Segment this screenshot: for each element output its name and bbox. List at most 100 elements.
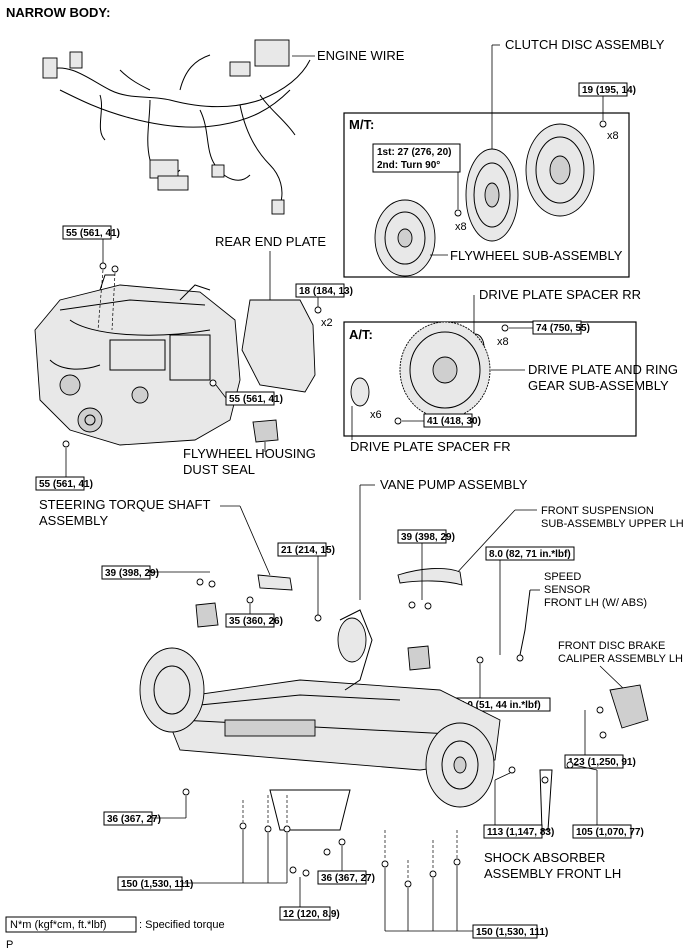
steering-shaft-label-1: STEERING TORQUE SHAFT xyxy=(39,497,210,512)
drive-plate-bolt-fr-icon xyxy=(394,417,402,425)
torque-box-35: 35 (360, 26) xyxy=(225,613,283,628)
bolt-36-right-2-icon xyxy=(338,838,346,846)
speed-sensor-cable-illustration xyxy=(519,589,531,656)
torque-box-113: 113 (1,147, 83) xyxy=(483,824,554,839)
svg-text:35 (360, 26): 35 (360, 26) xyxy=(229,616,283,627)
torque-box-105: 105 (1,070, 77) xyxy=(572,824,644,839)
steering-shaft-label-2: ASSEMBLY xyxy=(39,513,108,528)
svg-text:19 (195, 14): 19 (195, 14) xyxy=(582,85,636,96)
bolt-123-2-icon xyxy=(599,731,607,739)
svg-text:105 (1,070, 77): 105 (1,070, 77) xyxy=(576,827,644,838)
drive-plate-spacer-fr-label: DRIVE PLATE SPACER FR xyxy=(350,439,511,454)
drive-plate-ring-gear-label-2: GEAR SUB-ASSEMBLY xyxy=(528,378,669,393)
torque-box-55-top: 55 (561, 41) xyxy=(62,225,120,240)
bolt-12-1-icon xyxy=(289,866,297,874)
leader-113-d xyxy=(494,772,511,781)
bolt-39-left-1-icon xyxy=(196,578,204,586)
torque-box-55-bottom: 55 (561, 41) xyxy=(35,476,93,491)
legend: N*m (kgf*cm, ft.*lbf) : Specified torque xyxy=(5,916,225,933)
svg-text:36 (367, 27): 36 (367, 27) xyxy=(321,873,375,884)
right-rotor-illustration xyxy=(425,722,495,808)
bolt-113-icon xyxy=(508,766,516,774)
page-title: NARROW BODY: xyxy=(6,5,110,20)
torque-box-8: 8.0 (82, 71 in.*lbf) xyxy=(485,546,575,561)
bolt-5-icon xyxy=(476,656,484,664)
upper-arm-illustration xyxy=(397,568,463,586)
drive-plate-ring-gear-label-1: DRIVE PLATE AND RING xyxy=(528,362,678,377)
bolt-105-icon xyxy=(566,761,574,769)
flywheel-housing-label-2: DUST SEAL xyxy=(183,462,255,477)
svg-text:36 (367, 27): 36 (367, 27) xyxy=(107,814,161,825)
front-susp-label-2: SUB-ASSEMBLY UPPER LH xyxy=(541,518,684,530)
engine-wire-label: ENGINE WIRE xyxy=(317,48,405,63)
shock-absorber-label-1: SHOCK ABSORBER xyxy=(484,850,605,865)
engine-bolt-top-1-icon xyxy=(99,262,107,270)
mt-frame xyxy=(343,112,630,278)
engine-bolt-bottom-icon xyxy=(62,440,70,448)
speed-sensor-label-3: FRONT LH (W/ ABS) xyxy=(544,597,647,609)
disc-brake-label-2: CALIPER ASSEMBLY LH xyxy=(558,653,683,665)
dash-engine-top-2 xyxy=(111,272,116,331)
svg-text:39 (398, 29): 39 (398, 29) xyxy=(105,568,159,579)
bolt-39-left-2-icon xyxy=(208,580,216,588)
footer-code: P xyxy=(6,939,13,951)
torque-box-74: 74 (750, 55) xyxy=(532,320,590,335)
left-knuckle-hub-illustration xyxy=(139,647,205,733)
shock-absorber-label-2: ASSEMBLY FRONT LH xyxy=(484,866,621,881)
count-x8-cover: x8 xyxy=(607,130,619,142)
svg-text:1st: 27 (276, 20): 1st: 27 (276, 20) xyxy=(377,147,452,158)
flywheel-housing-label-1: FLYWHEEL HOUSING xyxy=(183,446,316,461)
engine-bolt-side-icon xyxy=(209,379,217,387)
bolts-150-right-group xyxy=(381,830,461,888)
engine-bolt-top-2-icon xyxy=(111,265,119,273)
bolt-36-left-icon xyxy=(182,788,190,796)
bracket-left-illustration xyxy=(195,602,219,628)
svg-text:74 (750, 55): 74 (750, 55) xyxy=(536,323,590,334)
clutch-disc-illustration xyxy=(465,148,519,242)
drive-plate-spacer-rr-label: DRIVE PLATE SPACER RR xyxy=(479,287,641,302)
bolt-35-icon xyxy=(246,596,254,604)
torque-box-123: 123 (1,250, 91) xyxy=(564,754,636,769)
count-x2: x2 xyxy=(321,317,333,329)
shock-absorber-illustration xyxy=(539,769,553,831)
leader-105-d xyxy=(573,764,598,771)
shock-absorber-bolt-icon xyxy=(541,776,549,784)
svg-text:150 (1,530, 111): 150 (1,530, 111) xyxy=(121,879,193,890)
svg-text:113 (1,147, 83): 113 (1,147, 83) xyxy=(487,827,554,838)
rear-end-plate-label: REAR END PLATE xyxy=(215,234,326,249)
svg-text:18 (184, 13): 18 (184, 13) xyxy=(299,286,353,297)
svg-text:41 (418, 30): 41 (418, 30) xyxy=(427,416,481,427)
flywheel-torque-box: 1st: 27 (276, 20) 2nd: Turn 90° xyxy=(372,143,461,173)
leader-front-susp-d xyxy=(454,509,516,576)
engine-block-illustration xyxy=(34,274,241,446)
speed-sensor-label-1: SPEED xyxy=(544,571,581,583)
at-frame xyxy=(343,321,637,437)
svg-text:5.0 (51, 44 in.*lbf): 5.0 (51, 44 in.*lbf) xyxy=(459,700,541,711)
svg-text:39 (398, 29): 39 (398, 29) xyxy=(401,532,455,543)
bolt-39-right-2-icon xyxy=(424,602,432,610)
count-x8-flywheel: x8 xyxy=(455,221,467,233)
bolt-123-1-icon xyxy=(596,706,604,714)
torque-box-55-side: 55 (561, 41) xyxy=(225,391,283,406)
svg-text:123 (1,250, 91): 123 (1,250, 91) xyxy=(568,757,636,768)
flywheel-illustration xyxy=(374,199,436,277)
torque-box-19: 19 (195, 14) xyxy=(578,82,636,97)
bolts-150-left-group xyxy=(239,795,291,833)
torque-box-41: 41 (418, 30) xyxy=(423,413,481,428)
torque-box-36-left: 36 (367, 27) xyxy=(103,811,161,826)
svg-text:150 (1,530, 111): 150 (1,530, 111) xyxy=(476,927,548,938)
engine-wire-illustration xyxy=(42,39,315,215)
svg-text:8.0 (82, 71 in.*lbf): 8.0 (82, 71 in.*lbf) xyxy=(489,549,571,560)
steering-shaft-illustration xyxy=(257,574,293,591)
legend-box-text: N*m (kgf*cm, ft.*lbf) xyxy=(10,919,107,931)
leader-55-side xyxy=(215,384,227,399)
bolt-21-icon xyxy=(314,614,322,622)
drive-plate-ring-gear-illustration xyxy=(399,321,491,419)
mt-section-label: M/T: xyxy=(349,117,374,132)
flywheel-housing-seal-illustration xyxy=(252,419,279,443)
bolt-36-right-1-icon xyxy=(323,848,331,856)
count-x6: x6 xyxy=(370,409,382,421)
bolt-12-2-icon xyxy=(302,869,310,877)
leader-steering-d xyxy=(239,505,271,576)
